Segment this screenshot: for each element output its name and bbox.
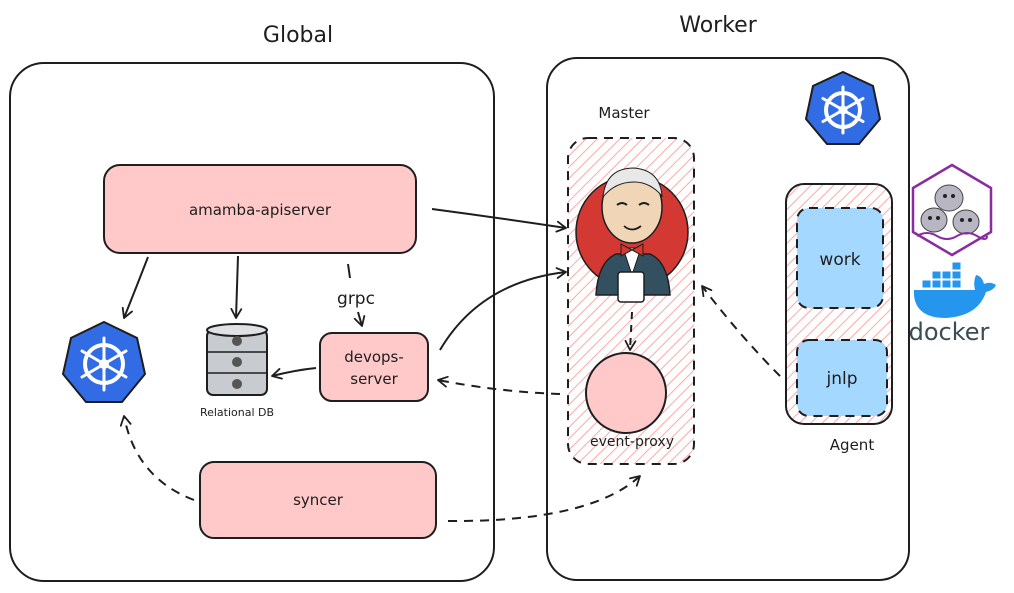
edge-apiserver-to-jenkins [431,208,567,233]
devops-server-label-line1: devops- [344,348,404,366]
apiserver-label: amamba-apiserver [189,201,332,219]
edge-devops-to-jenkins [439,267,567,351]
master-label: Master [598,104,650,122]
agent-label: Agent [830,436,875,454]
syncer-node: syncer [199,461,437,539]
worker-kubernetes-icon [804,70,882,145]
global-region [9,62,495,582]
edge-apiserver-to-db [230,255,243,319]
edge-apiserver-to-devops-grpc [347,263,362,326]
devops-server-node: devops- server [319,332,429,402]
apiserver-node: amamba-apiserver [103,164,417,254]
docker-icon [914,261,996,318]
worker-title: Worker [679,13,757,38]
global-kubernetes-icon [61,320,147,403]
edge-agent-to-jenkins [701,285,781,377]
database-icon [206,323,268,396]
devops-server-label-line2: server [350,370,398,388]
jnlp-container: jnlp [796,339,888,417]
work-label: work [819,250,860,270]
global-title: Global [263,23,333,48]
edge-devops-to-db [271,367,317,380]
work-container: work [796,207,884,309]
edge-eventproxy-to-devops [437,375,561,395]
edge-syncer-to-eventproxy [447,475,641,523]
jnlp-label: jnlp [825,369,857,389]
database-label: Relational DB [200,406,274,419]
grpc-label: grpc [337,289,375,309]
jenkins-icon [575,167,689,303]
worker-region [546,57,910,581]
edge-syncer-to-k8s [119,415,195,501]
event-proxy-node [585,352,667,434]
edge-jenkins-to-eventproxy [624,311,637,351]
podman-icon [911,163,993,257]
docker-label: docker [909,318,990,346]
syncer-label: syncer [293,491,344,509]
event-proxy-label: event-proxy [590,434,674,450]
edge-apiserver-to-k8s [121,256,149,319]
